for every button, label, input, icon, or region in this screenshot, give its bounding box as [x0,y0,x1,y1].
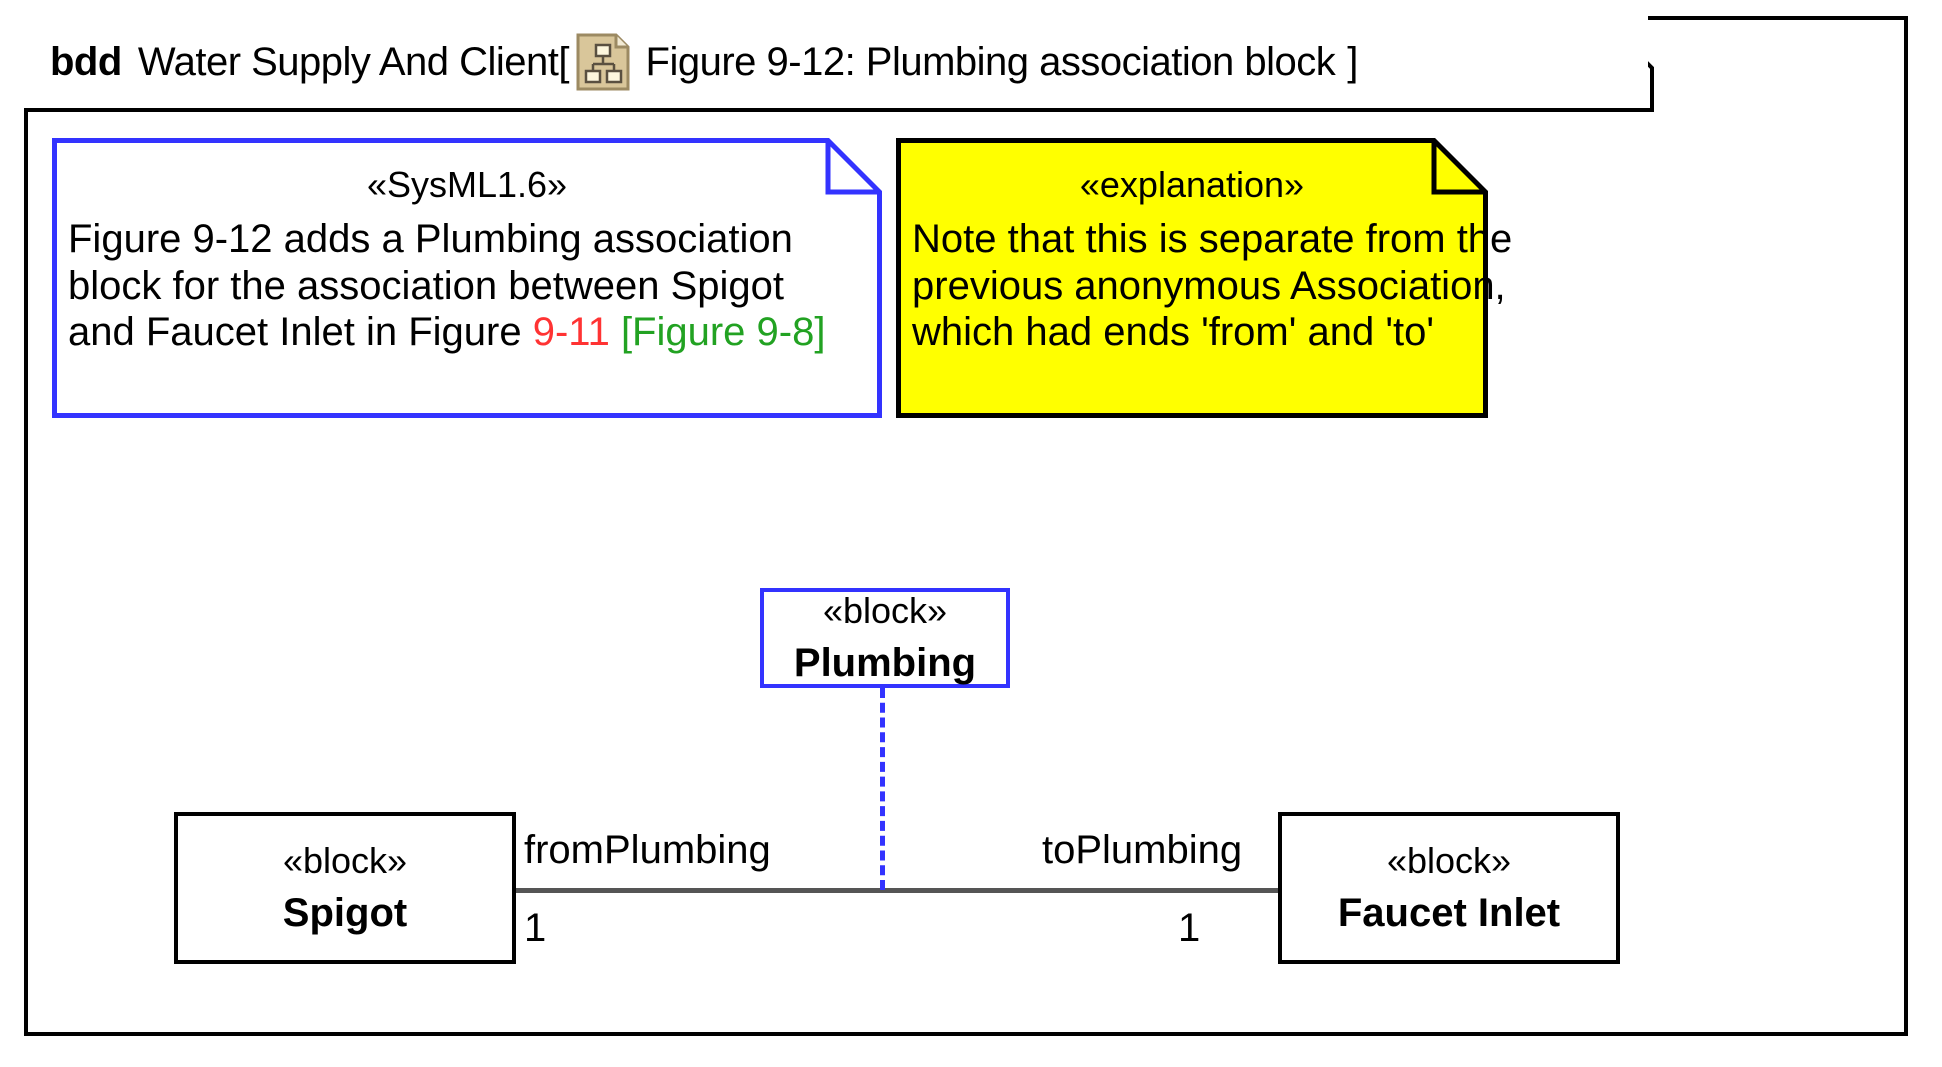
explanation-note-shape [896,138,1488,418]
block-faucet-inlet-name: Faucet Inlet [1337,890,1561,935]
association-end-role-from: fromPlumbing [524,828,771,872]
block-plumbing-stereotype: «block» [822,590,948,632]
explanation-note-line-2: previous anonymous Association, [912,263,1506,308]
block-spigot-stereotype: «block» [282,840,408,882]
sysml-note-figure-ref-green: [Figure 9-8] [620,310,826,355]
diagram-model-name: Water Supply And Client [137,40,559,84]
diagram-kind-keyword: bdd [50,40,122,84]
association-end-multiplicity-from: 1 [524,906,547,950]
explanation-note-line-1: Note that this is separate from the [912,217,1513,262]
sysml-note-stereotype: «SysML1.6» [366,164,568,205]
sysml-note-line-2: block for the association between Spigot [68,263,784,308]
explanation-note-stereotype: «explanation» [1079,164,1305,205]
association-line [516,888,1278,893]
block-plumbing[interactable]: «block» Plumbing [760,588,1010,688]
explanation-note: «explanation» Note that this is separate… [896,138,1513,418]
block-spigot-name: Spigot [282,890,408,935]
sysml-note-line-3-prefix: and Faucet Inlet in Figure [68,310,533,355]
bdd-diagram-icon [576,33,630,91]
sysml-note-line-3: and Faucet Inlet in Figure 9-11 [Figure … [68,309,866,355]
sysml-note-line-3-space [610,310,621,354]
association-end-multiplicity-to: 1 [1178,906,1201,950]
sysml-note-body: Figure 9-12 adds a Plumbing association … [68,216,866,355]
sysml-note-shape [52,138,882,418]
header-bracket-close: ] [1347,40,1359,84]
sysml-note-figure-ref-red: 9-11 [532,310,610,355]
diagram-title: Figure 9-12: Plumbing association block [645,40,1336,84]
sysml-note: «SysML1.6» Figure 9-12 adds a Plumbing a… [52,138,882,418]
explanation-note-body: Note that this is separate from the prev… [912,216,1513,355]
block-faucet-inlet-stereotype: «block» [1386,840,1512,882]
association-end-role-to: toPlumbing [1042,828,1243,872]
association-block-dashed-link [880,688,885,890]
frame-header: bdd Water Supply And Client [ Figure 9-1… [24,16,1648,108]
block-plumbing-name: Plumbing [793,640,977,685]
explanation-note-line-3: which had ends 'from' and 'to' [912,310,1434,355]
header-bracket-open: [ [558,40,570,84]
block-spigot[interactable]: «block» Spigot [174,812,516,964]
sysml-note-line-1: Figure 9-12 adds a Plumbing association [68,217,793,262]
block-faucet-inlet[interactable]: «block» Faucet Inlet [1278,812,1620,964]
